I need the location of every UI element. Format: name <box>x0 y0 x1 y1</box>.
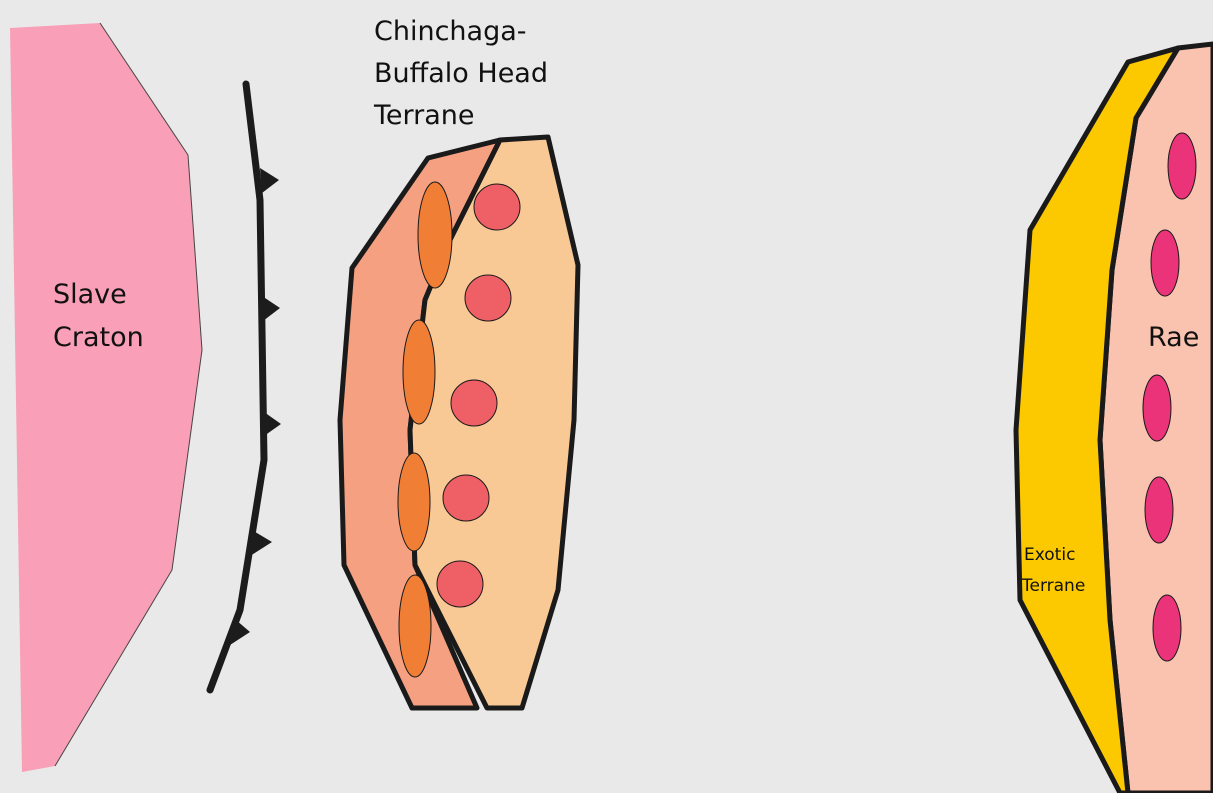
red-pluton <box>437 561 483 607</box>
exotic-terrane-label-line: Terrane <box>1021 576 1085 596</box>
exotic-terrane-label-line: Exotic <box>1024 545 1075 565</box>
rae-pluton <box>1168 133 1196 199</box>
thrust-fault-tooth <box>260 168 279 193</box>
thrust-fault-tooth <box>262 296 280 321</box>
thrust-fault <box>210 84 281 690</box>
chinchaga-terrane-label: Chinchaga- Buffalo Head Terrane <box>373 16 557 131</box>
red-pluton <box>474 184 520 230</box>
slave-craton-label-line: Craton <box>53 322 144 353</box>
chinchaga-terrane-label-line: Terrane <box>373 100 475 131</box>
rae-pluton <box>1151 230 1179 296</box>
slave-craton-block <box>10 23 202 772</box>
rae-label: Rae <box>1148 322 1199 353</box>
orange-pluton <box>418 182 452 288</box>
slave-craton-label-line: Slave <box>53 279 127 310</box>
rae-pluton <box>1145 477 1173 543</box>
chinchaga-terrane-label-line: Chinchaga- <box>374 16 527 47</box>
rae-pluton <box>1143 375 1171 441</box>
red-pluton <box>451 380 497 426</box>
thrust-fault-tooth <box>264 412 281 436</box>
orange-pluton <box>399 575 431 677</box>
orange-pluton <box>398 453 430 551</box>
red-pluton <box>443 475 489 521</box>
chinchaga-terrane <box>340 137 578 708</box>
thrust-fault-line <box>210 84 264 690</box>
chinchaga-terrane-label-line: Buffalo Head <box>374 58 548 89</box>
rae-province <box>1016 44 1213 793</box>
thrust-fault-tooth <box>250 530 272 556</box>
rae-pluton <box>1153 595 1181 661</box>
red-pluton <box>465 275 511 321</box>
orange-pluton <box>403 320 435 424</box>
